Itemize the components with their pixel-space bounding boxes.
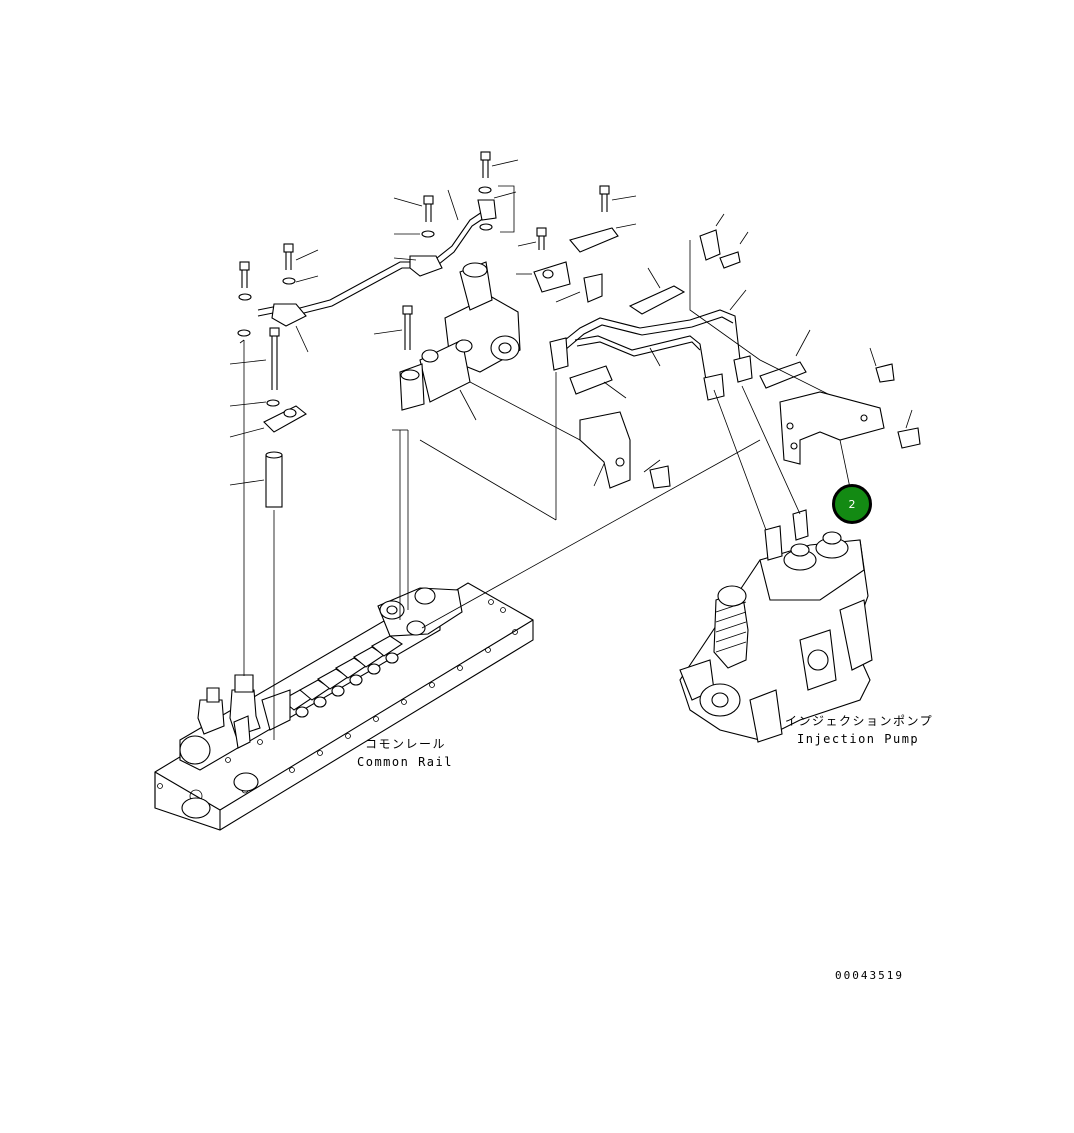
high-pressure-pipes: [419, 185, 841, 521]
figure-id: 00043519: [835, 969, 904, 982]
injection-pump-label-jp: インジェクションポンプ: [785, 714, 934, 728]
injection-pump-label-en: Injection Pump: [797, 732, 920, 746]
leak-off-pipe: [257, 151, 515, 327]
left-fasteners: [237, 243, 307, 740]
callout-2[interactable]: 2: [832, 484, 872, 524]
common-rail-plate: [154, 582, 534, 831]
pump-brackets: [421, 363, 921, 629]
valve-assembly: [392, 261, 521, 620]
common-rail-label-jp: コモンレール: [365, 737, 447, 751]
common-rail-label-en: Common Rail: [357, 755, 453, 769]
leader-lines: [229, 159, 913, 489]
common-rail-body: [179, 587, 463, 771]
injection-pump: [679, 385, 873, 743]
